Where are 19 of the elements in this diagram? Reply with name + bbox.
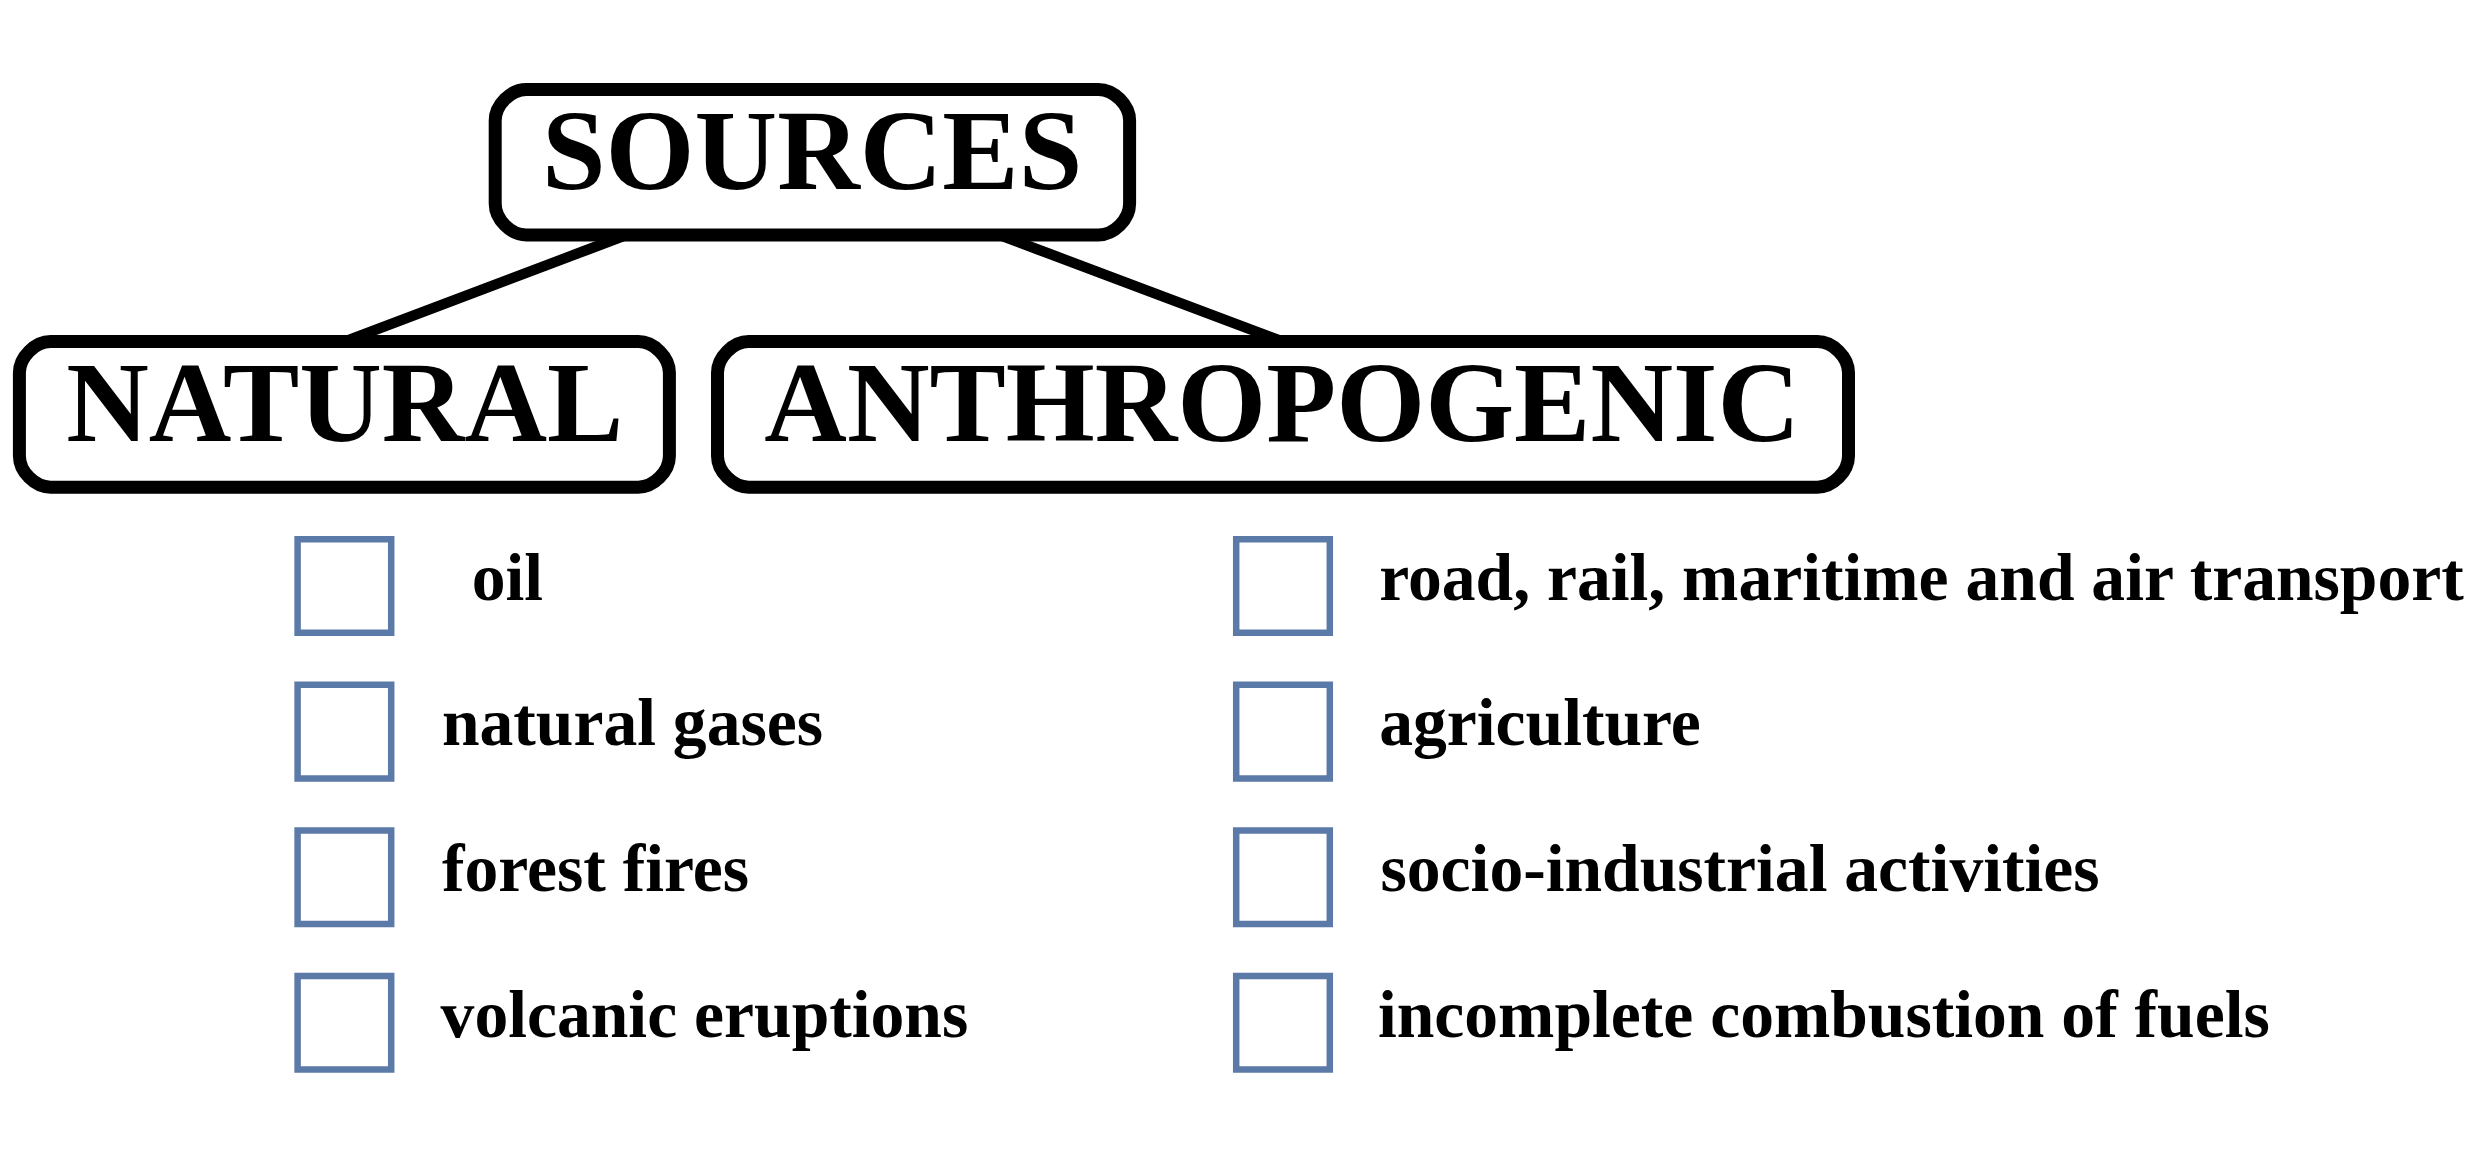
node-box (294, 681, 395, 782)
node-label: forest fires (441, 830, 750, 906)
node-box: ANTHROPOGENIC (711, 335, 1855, 494)
node-label: natural gases (441, 685, 824, 761)
node-box (1232, 827, 1334, 928)
node-box (1232, 972, 1334, 1073)
node-box (294, 535, 395, 637)
node-box (294, 972, 395, 1073)
node-box (1232, 681, 1334, 782)
node-box (294, 827, 395, 928)
node-label: incomplete combustion of fuels (1377, 976, 2270, 1052)
node-label: oil (471, 539, 544, 615)
node-box: NATURAL (12, 335, 676, 494)
node-label: socio-industrial activities (1380, 830, 2100, 906)
node-box: SOURCES (488, 82, 1137, 242)
node-box (1232, 535, 1334, 637)
node-label: volcanic eruptions (440, 976, 969, 1052)
node-label: road, rail, maritime and air transport (1379, 539, 2464, 615)
node-label: agriculture (1379, 685, 1701, 761)
